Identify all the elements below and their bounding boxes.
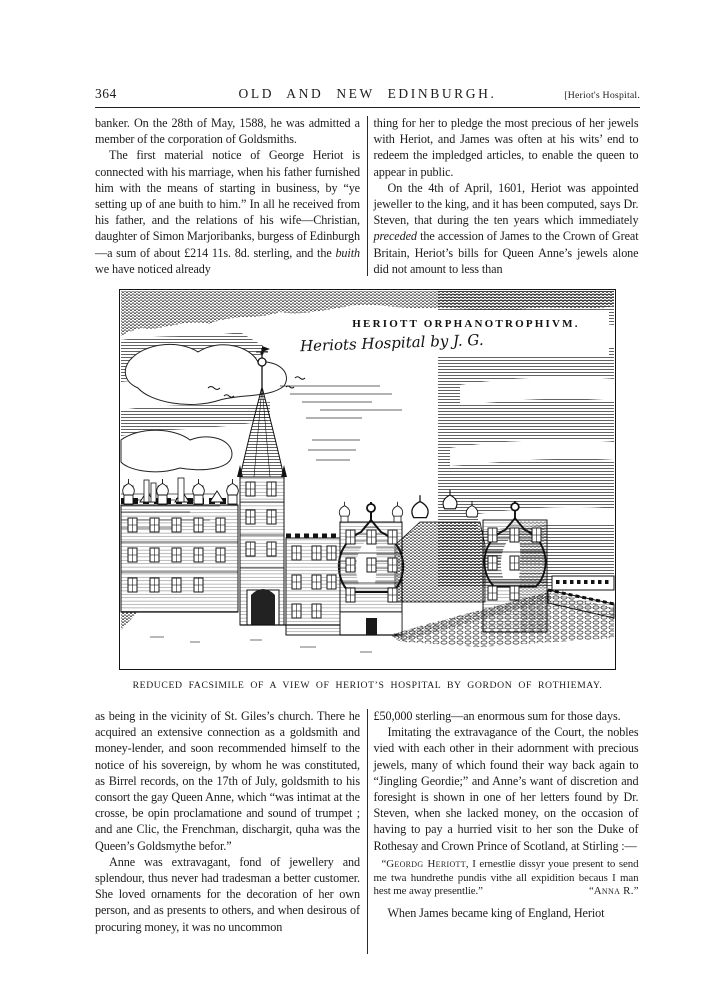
page-header: 364 OLD AND NEW EDINBURGH. [Heriot's Hos… xyxy=(95,86,640,108)
bottom-text-section: as being in the vicinity of St. Giles’s … xyxy=(95,708,640,954)
book-title: OLD AND NEW EDINBURGH. xyxy=(238,86,497,101)
figure-caption: REDUCED FACSIMILE OF A VIEW OF HERIOT’S … xyxy=(132,680,603,691)
letter-quote: “Geordg Heriott, I ernestlie dissyr youe… xyxy=(374,858,639,899)
engraving-frame: HERIOTT ORPHANOTROPHIVM. Heriots Hospita… xyxy=(119,289,616,670)
paragraph: Anne was extravagant, fond of jewellery … xyxy=(95,854,360,934)
paragraph: as being in the vicinity of St. Giles’s … xyxy=(95,709,360,853)
paragraph: thing for her to pledge the most preciou… xyxy=(373,116,639,179)
figure-inscription-title: HERIOTT ORPHANOTROPHIVM. xyxy=(352,318,579,330)
paragraph: banker. On the 28th of May, 1588, he was… xyxy=(95,116,360,147)
heriots-hospital-engraving: HERIOTT ORPHANOTROPHIVM. Heriots Hospita… xyxy=(120,291,615,653)
paragraph: The first material notice of George Heri… xyxy=(95,148,360,276)
column-divider xyxy=(366,709,368,954)
paragraph: Imitating the extravagance of the Court,… xyxy=(373,725,639,853)
top-text-section: banker. On the 28th of May, 1588, he was… xyxy=(95,115,640,276)
bottom-right-column: £50,000 sterling—an enormous sum for tho… xyxy=(374,708,639,954)
bottom-left-column: as being in the vicinity of St. Giles’s … xyxy=(95,708,360,954)
top-left-column: banker. On the 28th of May, 1588, he was… xyxy=(95,115,360,276)
column-divider xyxy=(366,116,368,276)
paragraph: On the 4th of April, 1601, Heriot was ap… xyxy=(373,180,639,276)
top-right-column: thing for her to pledge the most preciou… xyxy=(374,115,639,276)
letter-signature: “Anna R.” xyxy=(589,885,639,898)
running-head: [Heriot's Hospital. xyxy=(564,90,640,101)
page-number: 364 xyxy=(95,86,117,101)
letter-text: “Geordg Heriott, I ernestlie dissyr youe… xyxy=(373,857,639,898)
page-content: 364 OLD AND NEW EDINBURGH. [Heriot's Hos… xyxy=(95,86,640,954)
paragraph: When James became king of England, Herio… xyxy=(387,906,605,921)
paragraph: £50,000 sterling—an enormous sum for tho… xyxy=(373,709,621,723)
